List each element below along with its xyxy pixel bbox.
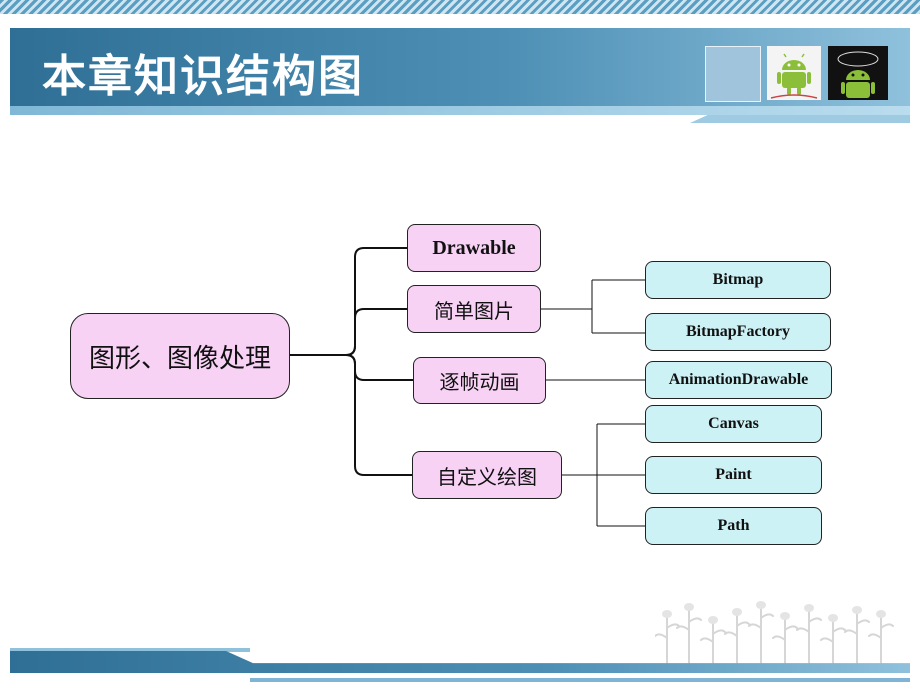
decorative-plants xyxy=(655,601,894,668)
leaf-node-label: AnimationDrawable xyxy=(668,371,809,388)
leaf-node-paint: Paint xyxy=(645,456,822,494)
branch-node-frame-animation: 逐帧动画 xyxy=(413,357,546,404)
leaf-node-bitmap: Bitmap xyxy=(645,261,831,299)
leaf-node-label: Canvas xyxy=(708,415,759,432)
leaf-node-label: Path xyxy=(717,517,750,534)
android-robot-image xyxy=(767,46,821,100)
decorative-bottom-line-accent xyxy=(250,678,910,682)
android-robot-dark-image xyxy=(828,46,888,100)
leaf-node-bitmapfactory: BitmapFactory xyxy=(645,313,831,351)
leaf-node-path: Path xyxy=(645,507,822,545)
leaf-node-animationdrawable: AnimationDrawable xyxy=(645,361,832,399)
branch-node-custom-drawing: 自定义绘图 xyxy=(412,451,562,499)
branch-node-drawable: Drawable xyxy=(407,224,541,272)
title-underline-accent xyxy=(690,115,910,123)
branch-node-label: Drawable xyxy=(432,236,516,259)
root-node-label: 图形、图像处理 xyxy=(88,343,271,374)
leaf-node-canvas: Canvas xyxy=(645,405,822,443)
title-underline xyxy=(10,106,910,115)
leaf-node-label: Bitmap xyxy=(712,271,764,288)
leaf-node-label: BitmapFactory xyxy=(686,323,790,340)
branch-node-simple-image: 简单图片 xyxy=(407,285,541,333)
decorative-top-stripe xyxy=(0,0,920,14)
root-node: 图形、图像处理 xyxy=(70,313,290,399)
leaf-node-label: Paint xyxy=(715,466,752,483)
branch-node-label: 简单图片 xyxy=(434,298,514,323)
slide-title: 本章知识结构图 xyxy=(42,51,364,102)
branch-node-label: 自定义绘图 xyxy=(437,464,537,489)
blue-square-thumbnail xyxy=(705,46,761,102)
branch-node-label: 逐帧动画 xyxy=(439,370,520,394)
decorative-bottom-line xyxy=(10,648,250,652)
